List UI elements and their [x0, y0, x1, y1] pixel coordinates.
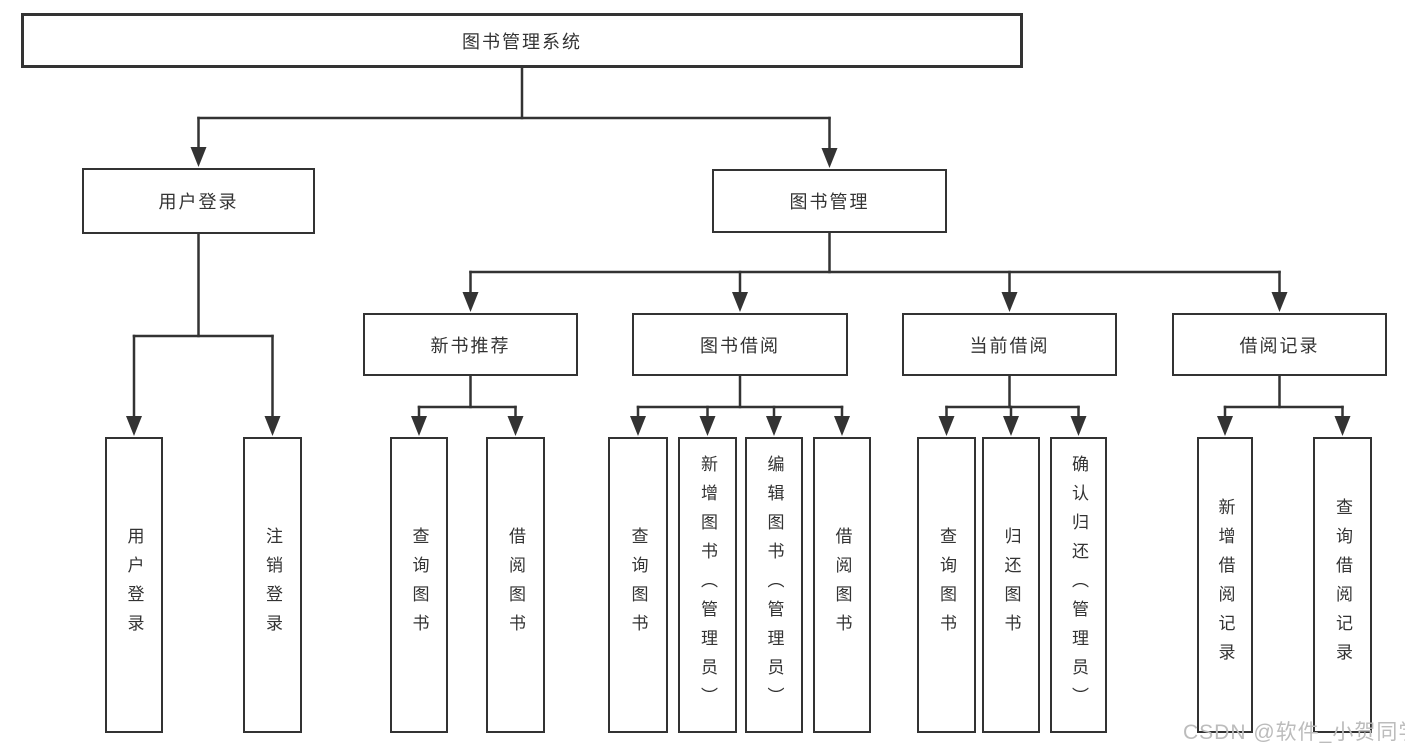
- node-label-leaf-query-3: 查询图书: [937, 527, 956, 643]
- node-label-borrow-record: 借阅记录: [1239, 335, 1320, 356]
- node-label-leaf-add-record: 新增借阅记录: [1215, 498, 1235, 672]
- node-current-borrow: 当前借阅: [902, 313, 1117, 376]
- arrowhead-icon: [834, 416, 850, 436]
- arrowhead-icon: [1003, 416, 1019, 436]
- node-leaf-return: 归还图书: [982, 437, 1040, 733]
- node-label-leaf-add-book: 新增图书（管理员）: [698, 454, 717, 716]
- node-label-leaf-query-2: 查询图书: [628, 527, 648, 643]
- node-leaf-query-record: 查询借阅记录: [1313, 437, 1372, 733]
- node-label-leaf-query-record: 查询借阅记录: [1333, 498, 1352, 672]
- arrowhead-icon: [766, 416, 782, 436]
- node-leaf-add-book: 新增图书（管理员）: [678, 437, 737, 733]
- arrowhead-icon: [1271, 292, 1288, 312]
- node-new-book-rec: 新书推荐: [363, 313, 578, 376]
- node-label-leaf-confirm: 确认归还（管理员）: [1069, 454, 1088, 716]
- node-label-leaf-borrow-1: 借阅图书: [506, 527, 525, 643]
- node-label-current-borrow: 当前借阅: [969, 335, 1050, 356]
- node-leaf-query-1: 查询图书: [390, 437, 448, 733]
- node-leaf-logout: 注销登录: [243, 437, 302, 733]
- node-label-user-login: 用户登录: [158, 192, 239, 212]
- node-leaf-add-record: 新增借阅记录: [1197, 437, 1253, 733]
- node-leaf-edit-book: 编辑图书（管理员）: [745, 437, 803, 733]
- arrowhead-icon: [507, 416, 524, 436]
- arrowhead-icon: [1217, 416, 1233, 436]
- node-label-book-borrow: 图书借阅: [700, 335, 780, 356]
- node-book-borrow: 图书借阅: [632, 313, 848, 376]
- arrowhead-icon: [1070, 416, 1087, 436]
- node-leaf-login: 用户登录: [105, 437, 163, 733]
- node-leaf-borrow-1: 借阅图书: [486, 437, 545, 733]
- arrowhead-icon: [821, 148, 838, 168]
- node-book-mgmt: 图书管理: [712, 169, 947, 233]
- node-root: 图书管理系统: [21, 13, 1023, 68]
- arrowhead-icon: [190, 147, 207, 167]
- arrowhead-icon: [264, 416, 281, 436]
- node-label-new-book-rec: 新书推荐: [430, 335, 511, 356]
- node-leaf-query-2: 查询图书: [608, 437, 668, 733]
- node-user-login: 用户登录: [82, 168, 315, 234]
- node-label-leaf-borrow-2: 借阅图书: [832, 527, 852, 643]
- arrowhead-icon: [126, 416, 142, 436]
- node-borrow-record: 借阅记录: [1172, 313, 1387, 376]
- node-label-leaf-return: 归还图书: [1001, 527, 1021, 643]
- node-label-leaf-login: 用户登录: [124, 527, 144, 643]
- arrowhead-icon: [1334, 416, 1351, 436]
- arrowhead-icon: [630, 416, 646, 436]
- watermark: CSDN @软件_小贺同学: [1183, 721, 1405, 744]
- arrowhead-icon: [411, 416, 427, 436]
- node-label-book-mgmt: 图书管理: [789, 192, 870, 212]
- arrowhead-icon: [938, 416, 955, 436]
- arrowhead-icon: [462, 292, 479, 312]
- node-label-root: 图书管理系统: [462, 31, 582, 52]
- node-leaf-confirm: 确认归还（管理员）: [1050, 437, 1107, 733]
- arrowhead-icon: [732, 292, 748, 312]
- node-label-leaf-edit-book: 编辑图书（管理员）: [764, 454, 784, 716]
- node-label-leaf-query-1: 查询图书: [409, 527, 429, 643]
- node-label-leaf-logout: 注销登录: [263, 527, 282, 643]
- node-leaf-query-3: 查询图书: [917, 437, 976, 733]
- node-leaf-borrow-2: 借阅图书: [813, 437, 871, 733]
- arrowhead-icon: [1001, 292, 1018, 312]
- arrowhead-icon: [699, 416, 716, 436]
